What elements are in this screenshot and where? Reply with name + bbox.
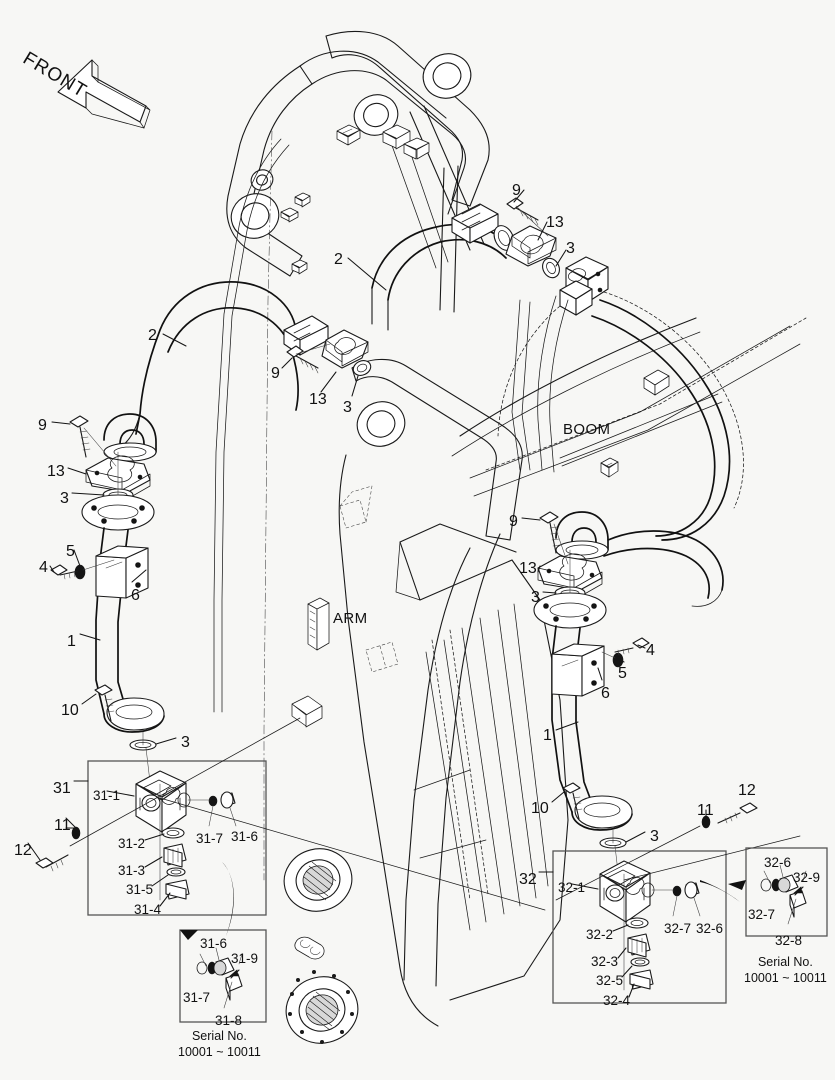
callout-c-11-right: 11 — [697, 802, 714, 819]
serial-part-32-6: 32-6 — [764, 855, 792, 870]
callout-c-11-left: 11 — [54, 817, 71, 834]
callout-c-4-left: 4 — [39, 559, 48, 576]
serial-part-31-9: 31-9 — [231, 951, 259, 966]
callout-c-5-left: 5 — [66, 543, 75, 560]
detail-part-31-6: 31-6 — [231, 829, 259, 844]
callout-c-13-upper: 13 — [546, 214, 564, 231]
serial-part-31-8: 31-8 — [215, 1013, 243, 1028]
detail-part-31-7: 31-7 — [196, 831, 224, 846]
hose-routing-boom — [451, 291, 807, 541]
detail-part-32-6: 32-6 — [696, 921, 724, 936]
detail-part-31-3: 31-3 — [118, 863, 146, 878]
serial-part-31-6: 31-6 — [200, 936, 228, 951]
detail-part-31-1: 31-1 — [93, 788, 121, 803]
boom-marker-icon — [600, 457, 619, 478]
serial-line-1: Serial No. — [757, 955, 813, 969]
callout-c-5-right: 5 — [618, 665, 627, 682]
boom-upper-structure — [213, 30, 490, 881]
callout-leaders — [27, 189, 646, 998]
detail-part-32-4: 32-4 — [603, 993, 631, 1008]
detail-box-32-art — [538, 802, 801, 1004]
detail-part-32-1: 32-1 — [558, 880, 586, 895]
callout-c-9-mid: 9 — [271, 365, 280, 382]
callout-c-3-left: 3 — [60, 490, 69, 507]
serial-part-32-8: 32-8 — [775, 933, 803, 948]
callout-c-12-right: 12 — [738, 782, 756, 799]
callout-c-3-right: 3 — [531, 589, 540, 606]
callout-c-6-right: 6 — [601, 685, 610, 702]
structure-label-arm: ARM — [333, 610, 368, 627]
serial-line-2: 10001 ~ 10011 — [178, 1044, 261, 1059]
structure-label-boom: BOOM — [563, 421, 611, 438]
callout-c-3-lowleft: 3 — [181, 734, 190, 751]
callout-c-10-left: 10 — [61, 702, 79, 719]
serial-box-left-art — [179, 929, 267, 1023]
callout-c-32: 32 — [519, 871, 537, 888]
detail-part-32-3: 32-3 — [591, 954, 619, 969]
tube-assembly-right — [533, 511, 724, 873]
front-arrow-icon — [50, 42, 220, 152]
detail-box-31-art — [35, 717, 546, 936]
callout-c-3-upper: 3 — [566, 240, 575, 257]
callout-c-3-mid: 3 — [343, 399, 352, 416]
detail-part-32-2: 32-2 — [586, 927, 614, 942]
detail-part-31-2: 31-2 — [118, 836, 146, 851]
serial-line-1: Serial No. — [191, 1029, 247, 1043]
callout-c-4-right: 4 — [646, 642, 655, 659]
callout-c-31: 31 — [53, 780, 71, 797]
callout-c-3-lowright: 3 — [650, 828, 659, 845]
hose-2-left — [119, 281, 372, 449]
serial-box-left-serial-text: Serial No.10001 ~ 10011 — [178, 1029, 261, 1060]
serial-part-32-7: 32-7 — [748, 907, 776, 922]
tube-assembly-left — [50, 413, 165, 783]
serial-line-2: 10001 ~ 10011 — [744, 970, 827, 985]
arm-marker-icon — [307, 597, 330, 651]
callout-c-9-upper: 9 — [512, 182, 521, 199]
callout-c-1-right: 1 — [543, 727, 552, 744]
detail-part-32-7: 32-7 — [664, 921, 692, 936]
callout-c-13-right: 13 — [519, 560, 537, 577]
callout-c-6-left: 6 — [131, 587, 140, 604]
arm-structure — [283, 358, 569, 1044]
callout-c-2-upper: 2 — [334, 251, 343, 268]
hose-2-upper — [371, 197, 609, 331]
callout-c-13-mid: 13 — [309, 391, 327, 408]
serial-box-right-serial-text: Serial No.10001 ~ 10011 — [744, 955, 827, 986]
callout-c-12-left: 12 — [14, 842, 32, 859]
callout-c-1-left: 1 — [67, 633, 76, 650]
detail-part-31-5: 31-5 — [126, 882, 154, 897]
serial-part-31-7: 31-7 — [183, 990, 211, 1005]
serial-box-right-art — [728, 847, 828, 937]
callout-c-9-right: 9 — [509, 513, 518, 530]
serial-part-32-9: 32-9 — [793, 870, 821, 885]
detail-part-32-5: 32-5 — [596, 973, 624, 988]
callout-c-2-left: 2 — [148, 327, 157, 344]
callout-c-9-left: 9 — [38, 417, 47, 434]
callout-c-10-right: 10 — [531, 800, 549, 817]
callout-c-13-left: 13 — [47, 463, 65, 480]
detail-part-31-4: 31-4 — [134, 902, 162, 917]
